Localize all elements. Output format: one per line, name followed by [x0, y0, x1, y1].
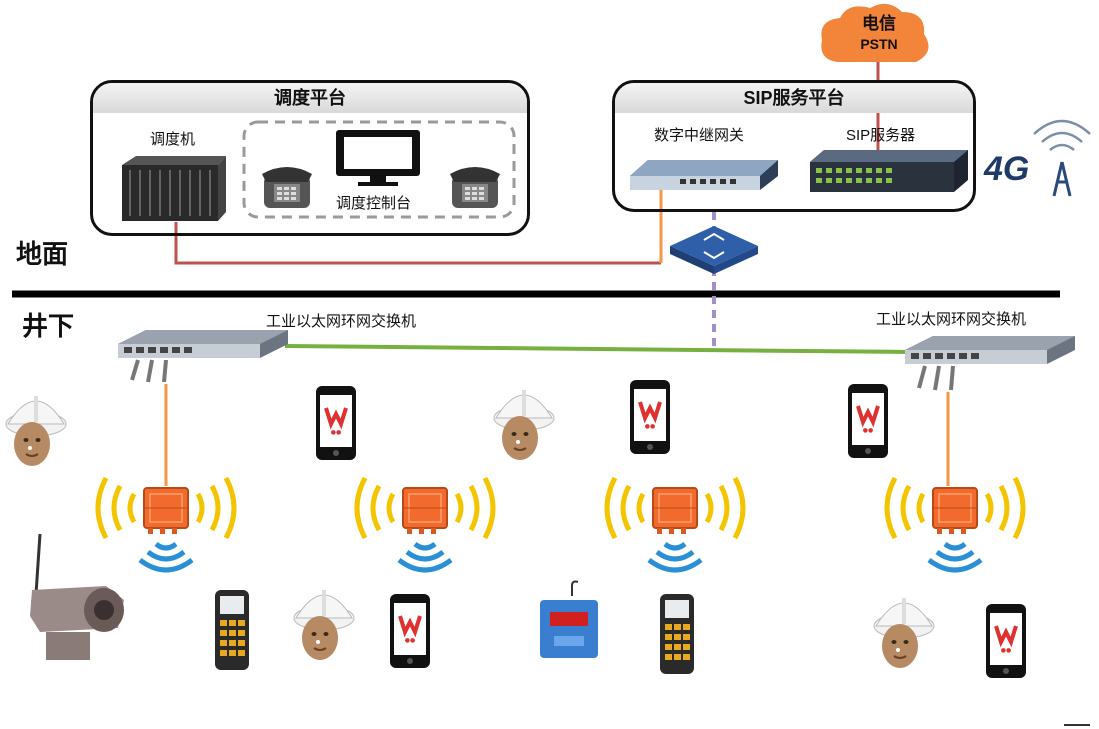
sip-platform-panel: SIP服务平台	[612, 80, 976, 212]
gateway-icon	[630, 160, 778, 190]
console-group-frame	[242, 120, 516, 219]
telecom-label-line1: 电信	[862, 14, 896, 33]
smartphone-icon	[314, 384, 358, 462]
worker-helmet-icon	[873, 597, 935, 669]
gateway-label: 数字中继网关	[654, 127, 745, 144]
sip-server-icon	[810, 150, 968, 192]
smartphone-icon	[388, 592, 432, 670]
monitor-icon	[336, 130, 420, 186]
smartphone-icon	[846, 382, 890, 460]
base-station-icon	[887, 478, 1023, 570]
dispatch-platform-title: 调度平台	[93, 83, 527, 113]
ground-label: 地面	[16, 239, 69, 269]
cloud-icon	[821, 3, 929, 63]
smartphone-icon	[628, 378, 672, 456]
base-station-icon	[607, 478, 743, 570]
mining-phone-icon	[215, 590, 249, 670]
smartphone-icon	[984, 602, 1028, 680]
ring-network-link	[284, 344, 911, 354]
worker-helmet-icon	[5, 395, 67, 467]
ring-switch-right-label: 工业以太网环网交换机	[876, 311, 1027, 328]
corner-mark	[1064, 724, 1090, 726]
ring-switch-left-label: 工业以太网环网交换机	[266, 313, 417, 330]
console-label: 调度控制台	[336, 195, 412, 212]
sip-server-label: SIP服务器	[846, 127, 916, 144]
explosion-proof-camera-icon	[30, 533, 124, 660]
telecom-label: 电信 PSTN	[846, 14, 912, 54]
dispatcher-label: 调度机	[150, 131, 196, 148]
worker-helmet-icon	[493, 389, 555, 461]
base-station-icon	[357, 478, 493, 570]
ring-switch-right-icon	[905, 336, 1075, 391]
sensor-box-icon	[540, 580, 598, 658]
base-station-icon	[98, 478, 234, 570]
dispatcher-server-icon	[122, 156, 226, 221]
antenna-4g-icon	[1033, 119, 1091, 197]
mining-phone-icon	[660, 594, 694, 674]
ring-switch-left-icon	[118, 330, 288, 383]
network-4g-label: 4G	[984, 150, 1030, 188]
underground-label: 井下	[22, 311, 75, 341]
dispatch-platform-panel: 调度平台	[90, 80, 530, 236]
core-switch-icon	[670, 226, 758, 274]
sip-platform-title: SIP服务平台	[615, 83, 973, 113]
telecom-label-line2: PSTN	[860, 36, 898, 52]
worker-helmet-icon	[293, 589, 355, 661]
